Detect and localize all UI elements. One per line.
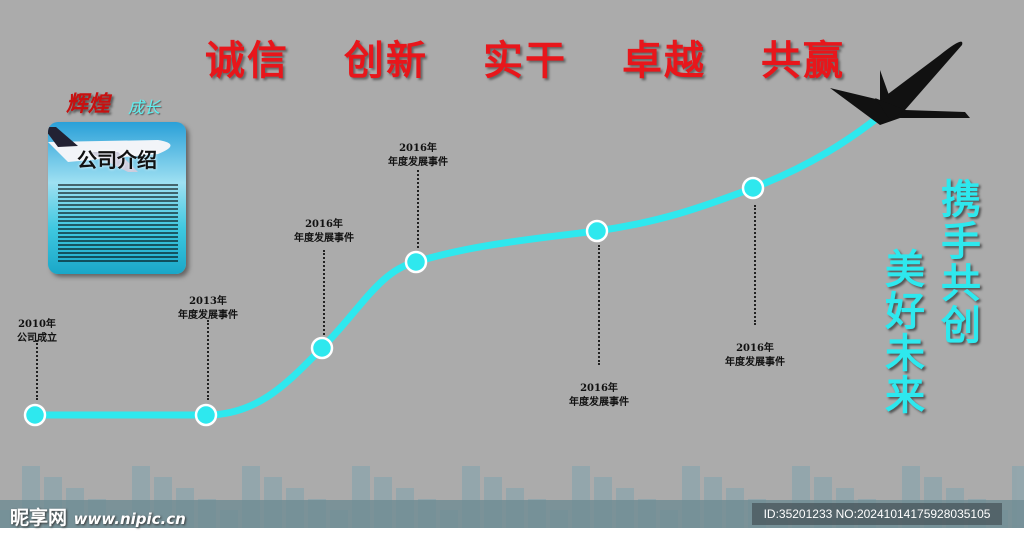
milestone-year: 2013年 xyxy=(189,296,227,307)
company-intro-card: 公司介绍 xyxy=(48,122,186,274)
milestone-text: 公司成立 xyxy=(17,333,57,344)
slogan-word: 实干 xyxy=(483,37,567,84)
milestone-node xyxy=(310,336,334,360)
badge-title: 辉煌 xyxy=(66,91,111,117)
card-body-text xyxy=(58,184,178,262)
watermark-logo: 昵享网 www.nipic.cn xyxy=(10,503,186,530)
milestone-label: 2016年年度发展事件 xyxy=(368,142,468,170)
milestone-text: 年度发展事件 xyxy=(294,233,354,244)
milestone-node xyxy=(194,403,218,427)
badge-subtitle: 成长 xyxy=(128,98,161,117)
milestone-connector xyxy=(754,205,756,325)
milestone-connector xyxy=(417,170,419,248)
airplane-image xyxy=(48,127,171,172)
watermark-url: www.nipic.cn xyxy=(73,510,186,528)
milestone-node xyxy=(741,176,765,200)
milestone-text: 年度发展事件 xyxy=(725,357,785,368)
watermark-id: ID:35201233 NO:20241014175928035105 xyxy=(752,503,1002,525)
milestone-label: 2016年年度发展事件 xyxy=(274,218,374,246)
milestone-label: 2016年年度发展事件 xyxy=(549,382,649,410)
milestone-label: 2013年年度发展事件 xyxy=(158,295,258,323)
milestone-connector xyxy=(36,340,38,400)
milestone-text: 年度发展事件 xyxy=(388,157,448,168)
vertical-slogan-right: 携手共创 xyxy=(934,178,981,346)
milestone-year: 2016年 xyxy=(580,383,618,394)
milestone-label: 2010年公司成立 xyxy=(0,318,87,346)
footer-strip xyxy=(0,528,1024,541)
milestone-year: 2010年 xyxy=(18,319,56,330)
milestone-year: 2016年 xyxy=(399,143,437,154)
slogan-word: 卓越 xyxy=(622,37,706,84)
milestone-text: 年度发展事件 xyxy=(178,310,238,321)
milestone-label: 2016年年度发展事件 xyxy=(705,342,805,370)
slogan-word: 创新 xyxy=(344,37,428,84)
airplane-silhouette-icon xyxy=(830,41,970,125)
milestone-connector xyxy=(207,320,209,400)
slogan-word: 共赢 xyxy=(761,37,845,84)
milestone-year: 2016年 xyxy=(305,219,343,230)
vertical-slogan-left: 美好未来 xyxy=(878,248,925,416)
milestone-year: 2016年 xyxy=(736,343,774,354)
milestone-node xyxy=(585,219,609,243)
card-title: 公司介绍 xyxy=(77,148,157,172)
slogan: 诚信 创新 实干 卓越 共赢 xyxy=(205,28,845,86)
milestone-node xyxy=(404,250,428,274)
milestone-connector xyxy=(598,245,600,365)
watermark-logo-text: 昵享网 xyxy=(10,507,68,529)
milestone-connector xyxy=(323,250,325,335)
milestone-node xyxy=(23,403,47,427)
growth-curve xyxy=(35,109,888,419)
slogan-word: 诚信 xyxy=(205,37,289,84)
milestone-text: 年度发展事件 xyxy=(569,397,629,408)
